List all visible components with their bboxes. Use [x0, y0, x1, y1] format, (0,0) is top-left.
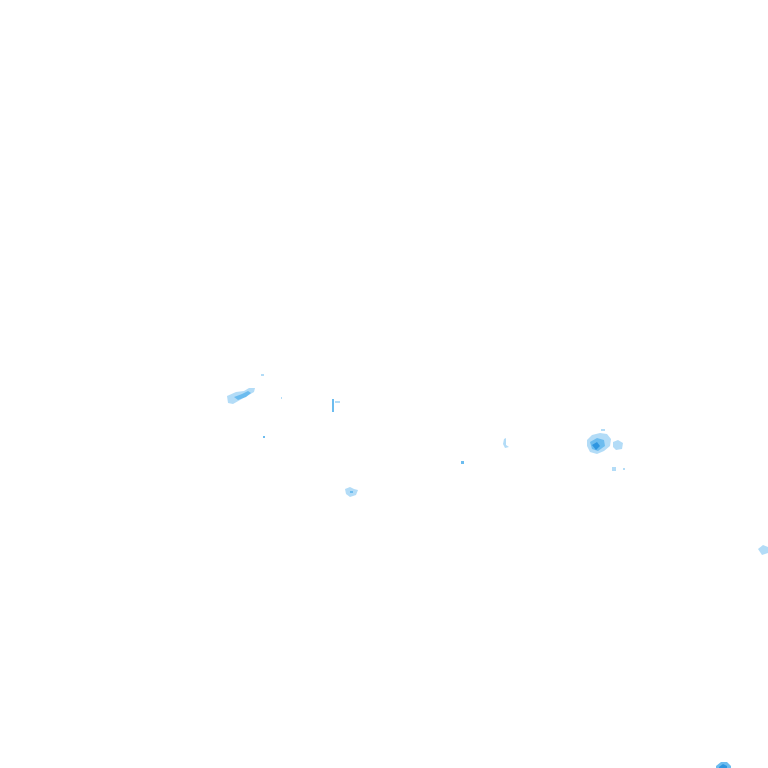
precip-area-light	[758, 545, 768, 555]
precip-area-light	[503, 438, 509, 448]
precip-speck	[461, 461, 464, 464]
precip-speck	[612, 467, 616, 471]
precip-area-moderate	[332, 399, 334, 412]
precip-speck	[281, 397, 282, 399]
precip-speck	[261, 374, 264, 376]
precip-speck	[350, 491, 353, 493]
precip-cell-east	[587, 429, 625, 471]
precip-area-heavier	[592, 442, 600, 450]
precip-speck	[601, 429, 605, 431]
precip-cell-streak	[332, 399, 340, 412]
precip-cell-west	[227, 374, 282, 438]
precip-cell-center	[461, 438, 509, 464]
precip-area-heavier	[719, 764, 727, 768]
precip-area-moderate	[234, 391, 251, 400]
precip-cell-right-edge	[758, 545, 768, 555]
precip-cell-south	[345, 487, 358, 497]
precip-speck	[263, 436, 265, 438]
precip-speck	[623, 468, 625, 470]
precip-speck	[335, 401, 340, 403]
precip-cell-bottom-edge	[716, 762, 731, 768]
precip-area-light	[613, 440, 623, 450]
